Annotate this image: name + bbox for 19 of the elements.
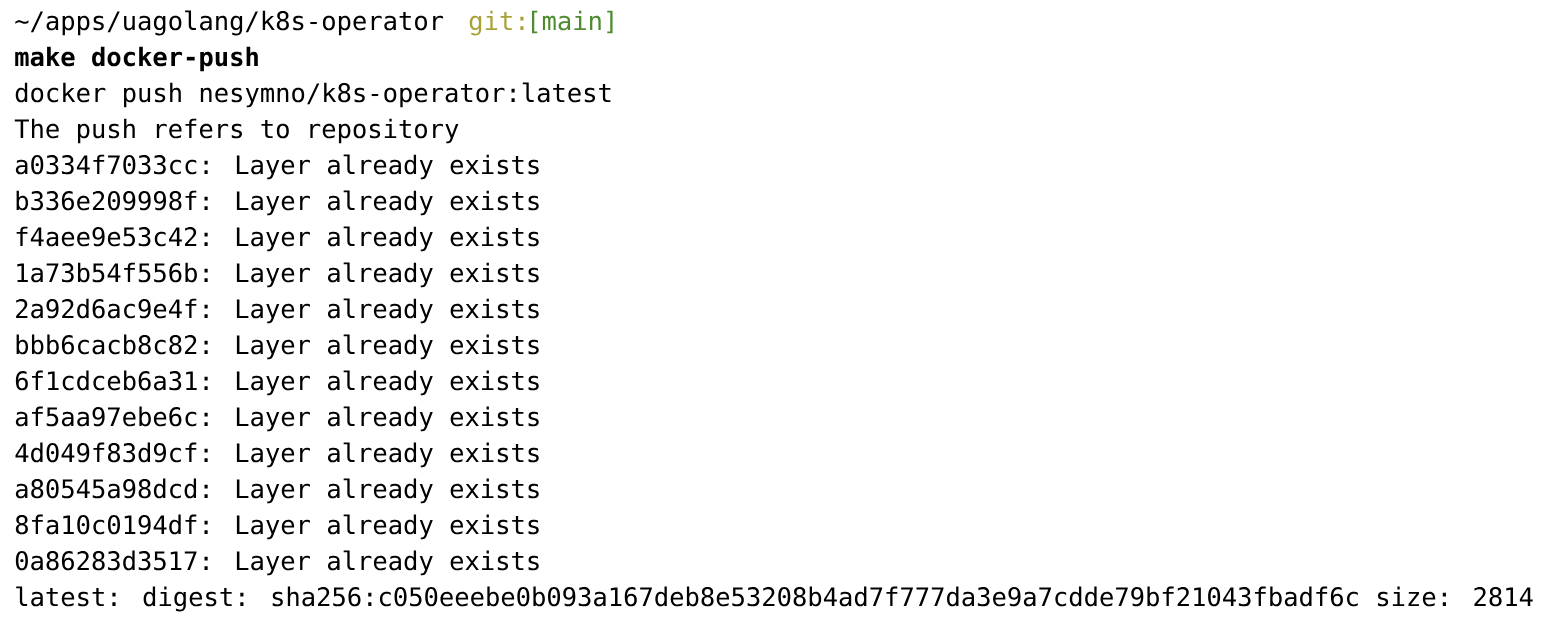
command-text: make docker-push — [15, 46, 258, 72]
prompt-path: ~/apps/uagolang/k8s-operator — [15, 10, 444, 36]
git-label: git: — [469, 10, 524, 36]
output-line: 6f1cdceb6a31: Layer already exists — [15, 370, 539, 396]
output-line: 4d049f83d9cf: Layer already exists — [15, 442, 539, 468]
output-line: 2a92d6ac9e4f: Layer already exists — [16, 298, 539, 324]
output-line: b336e209998f: Layer already exists — [16, 190, 539, 216]
output-line: a80545a98dcd: Layer already exists — [15, 478, 539, 504]
output-line: a0334f7033cc: Layer already exists — [15, 154, 539, 180]
output-line: 1a73b54f556b: Layer already exists — [17, 262, 539, 288]
branch-label: [main] — [532, 10, 613, 34]
output-line: The push refers to repository — [14, 118, 459, 144]
output-line: 8fa10c0194df: Layer already exists — [15, 514, 539, 540]
output-line: f4aee9e53c42: Layer already exists — [16, 226, 539, 252]
output-line: af5aa97ebe6c: Layer already exists — [15, 406, 539, 432]
output-line: latest: digest: sha256:c050eeebe0b093a167deb8e53208b4ad7f777da3e9a7cdde79bf21043fbadf6c size: 2814 — [16, 586, 1533, 612]
command-text: docker push nesymno/k8s-operator:latest — [15, 82, 611, 108]
output-line: bbb6cacb8c82: Layer already exists — [16, 334, 539, 360]
output-line: 0a86283d3517: Layer already exists — [15, 550, 539, 576]
